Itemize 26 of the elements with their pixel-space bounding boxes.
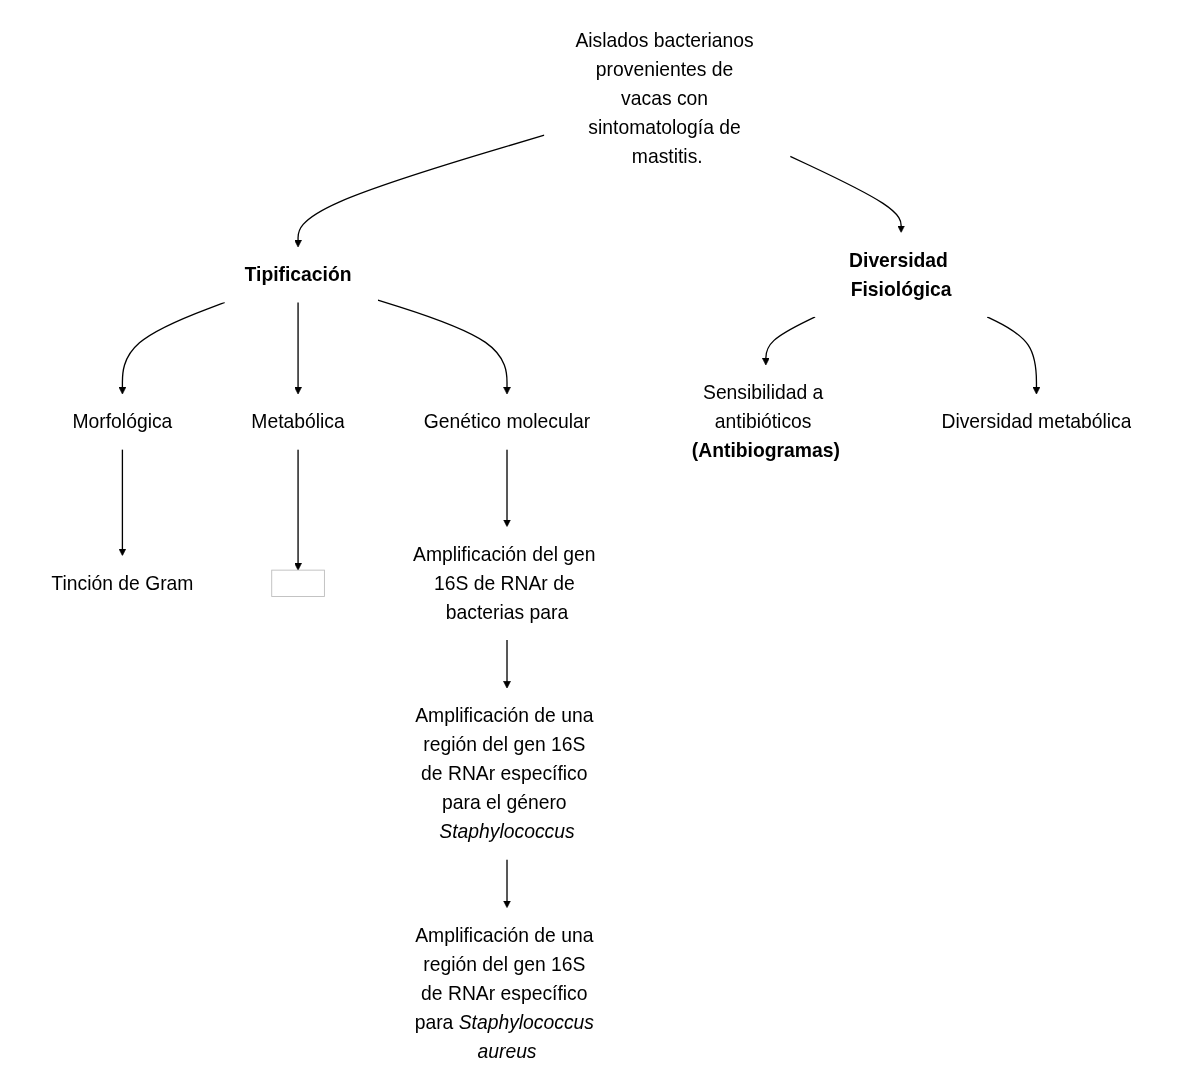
arrow <box>293 448 302 570</box>
arrow <box>502 638 511 689</box>
node-box <box>270 569 325 597</box>
node-text: Amplificación de una región del gen 16S de RNAr específico para Staphylococcus aureus <box>414 923 594 1062</box>
node-text: Sensibilidad a antibióticos (Antibiogramas) <box>691 381 840 462</box>
arrow <box>376 298 511 394</box>
arrow <box>986 315 1040 394</box>
arrow <box>118 301 225 394</box>
arrow <box>293 301 302 394</box>
node-text: Morfológica <box>72 410 172 433</box>
node-text: Genético molecular <box>423 410 590 433</box>
node-text: Diversidad metabólica <box>941 410 1132 433</box>
node-text: Tinción de Gram <box>50 571 194 594</box>
arrow <box>789 155 905 233</box>
arrow <box>293 134 545 247</box>
node-text: Tipificación <box>244 263 352 286</box>
arrow <box>502 448 511 527</box>
node-text: Metabólica <box>250 410 345 433</box>
flowchart-drawing: Aislados bacterianos provenientes de vacas con sintomatología de mastitis. Tipificación Diversidad Fisiológica Morfológica Metabólica Genético molecular Tinción de Gram Amplificación del gen 16S de RNAr de bacterias para Amplificación de una región del gen 16S de RNAr específico para el género Staphylococcus Amplificación de una región del gen 16S de RNAr específico para Staphylococcus aureus Sensibilidad a antibióticos (Antibiogramas) Diversidad metabólica <box>17 5 1165 1086</box>
node-text: Diversidad Fisiológica <box>848 248 952 300</box>
node-text: Amplificación del gen 16S de RNAr de bacterias para <box>412 542 596 623</box>
arrow <box>502 858 511 908</box>
node-text: Aislados bacterianos provenientes de vacas con sintomatología de mastitis. <box>575 29 754 168</box>
node-text: Amplificación de una región del gen 16S de RNAr específico para el género Staphylococcus <box>414 704 594 843</box>
arrow <box>761 315 816 365</box>
arrow <box>118 448 126 556</box>
